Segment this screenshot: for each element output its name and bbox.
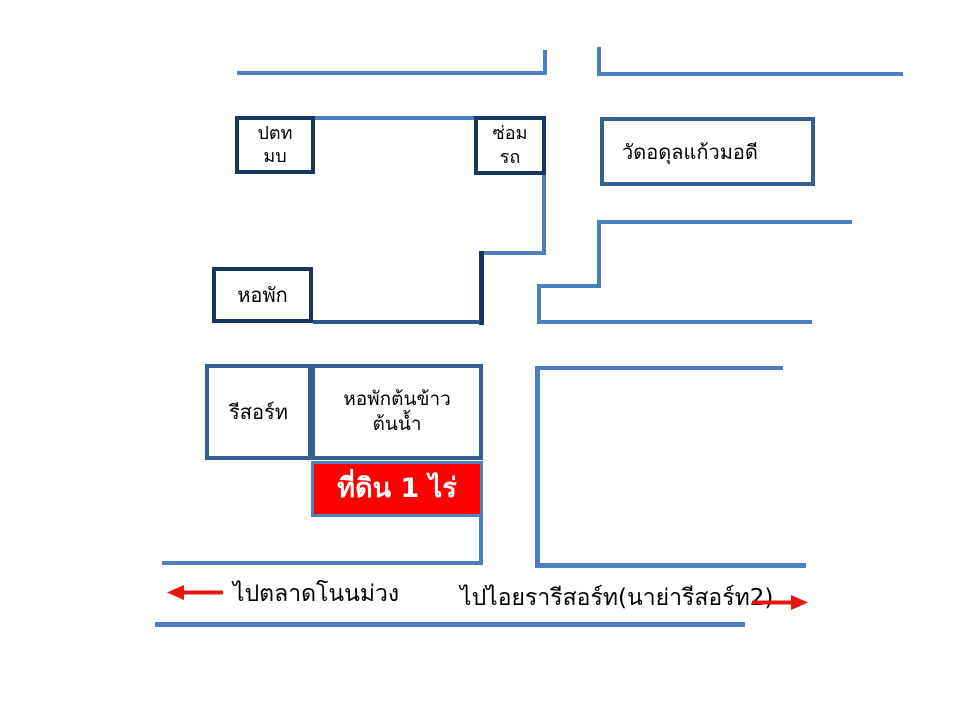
- temple-label: วัดอดุลแก้วมอดี: [622, 139, 758, 164]
- road-east-bracket-bottom: [535, 563, 806, 568]
- car-repair-box: ซ่อม รถ: [474, 116, 546, 175]
- ptt-station-box: ปตท มบ: [235, 116, 315, 174]
- road-bottom-main: [155, 622, 745, 627]
- road-step-south-dark: [479, 251, 484, 325]
- road-step-west: [480, 251, 546, 255]
- road-bottom-west: [162, 561, 483, 565]
- road-top-east-north-stub: [597, 47, 601, 76]
- road-below-land-plot: [479, 513, 483, 565]
- road-top-west: [237, 71, 547, 75]
- dormitory-label: หอพัก: [237, 283, 288, 307]
- land-plot-box: ที่ดิน 1 ไร่: [311, 461, 483, 517]
- road-east-block-step: [539, 284, 601, 288]
- right-direction-arrow-icon: [752, 595, 808, 610]
- road-south-from-repair: [542, 174, 546, 255]
- road-frontage: [313, 116, 476, 120]
- car-repair-label-line1: ซ่อม: [492, 123, 528, 145]
- road-east-bracket-left: [535, 366, 540, 566]
- land-plot-label: ที่ดิน 1 ไร่: [337, 473, 457, 505]
- road-to-dormitory: [313, 320, 480, 324]
- road-top-east: [597, 72, 903, 76]
- ptt-station-label-line1: ปตท: [257, 122, 293, 144]
- road-east-block-bottom: [537, 320, 812, 324]
- temple-box: วัดอดุลแก้วมอดี: [600, 117, 815, 186]
- left-direction-arrow-icon: [167, 585, 223, 600]
- road-top-west-north-stub: [543, 50, 547, 75]
- resort-box: รีสอร์ท: [205, 364, 312, 460]
- to-nonmuang-market-label: ไปตลาดโนนม่วง: [233, 581, 400, 607]
- ptt-station-label-line2: มบ: [263, 146, 287, 167]
- road-east-block-top: [599, 220, 852, 224]
- tonkhao-dormitory-label-line1: หอพักต้นข้าว: [343, 388, 451, 411]
- road-east-block-left: [597, 220, 601, 287]
- road-east-bracket-top: [535, 366, 783, 370]
- road-east-block-step-down: [537, 284, 541, 324]
- dormitory-box: หอพัก: [212, 267, 313, 323]
- tonkhao-dormitory-label-line2: ต้นน้ำ: [372, 413, 422, 435]
- to-aiyara-resort-label: ไปไอยรารีสอร์ท(นาย่ารีสอร์ท2): [460, 585, 774, 611]
- car-repair-label-line2: รถ: [499, 146, 521, 168]
- tonkhao-dormitory-box: หอพักต้นข้าว ต้นน้ำ: [311, 364, 483, 460]
- resort-label: รีสอร์ท: [229, 400, 288, 424]
